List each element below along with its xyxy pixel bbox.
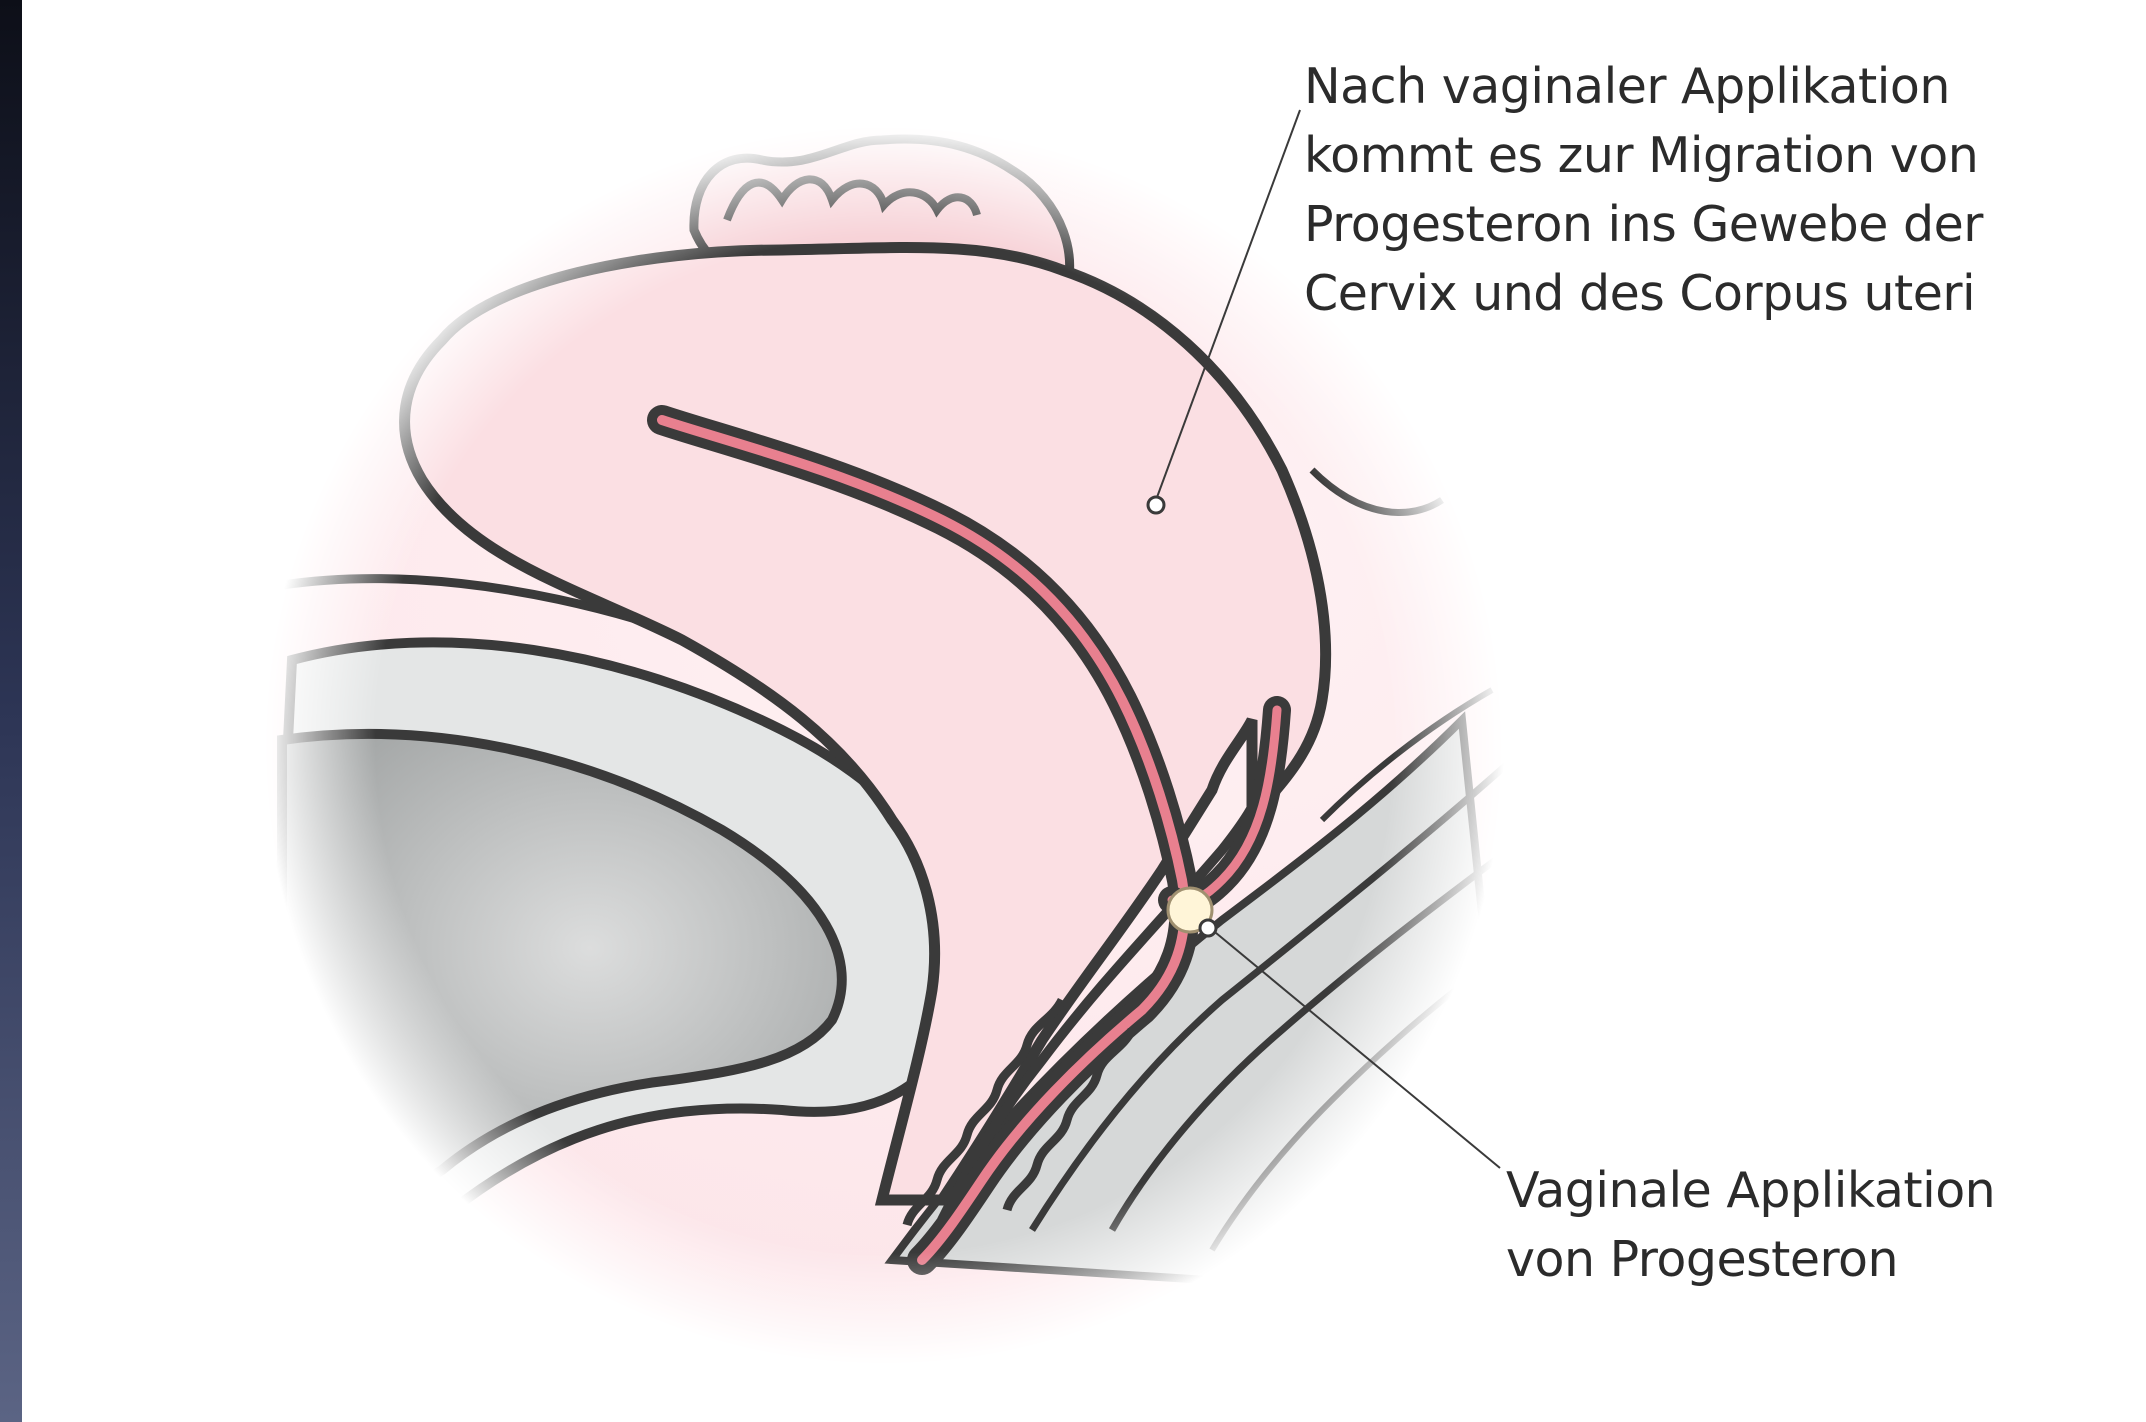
leader-dot-upper (1148, 497, 1164, 513)
annotation-migration: Nach vaginaler Applikation kommt es zur … (1304, 52, 2124, 328)
leader-dot-lower (1200, 920, 1216, 936)
illustration-panel: Nach vaginaler Applikation kommt es zur … (22, 0, 2146, 1422)
side-strip (0, 0, 22, 1422)
side-strip-gradient (0, 0, 22, 1422)
annotation-application: Vaginale Applikation von Progesteron (1506, 1156, 2126, 1294)
